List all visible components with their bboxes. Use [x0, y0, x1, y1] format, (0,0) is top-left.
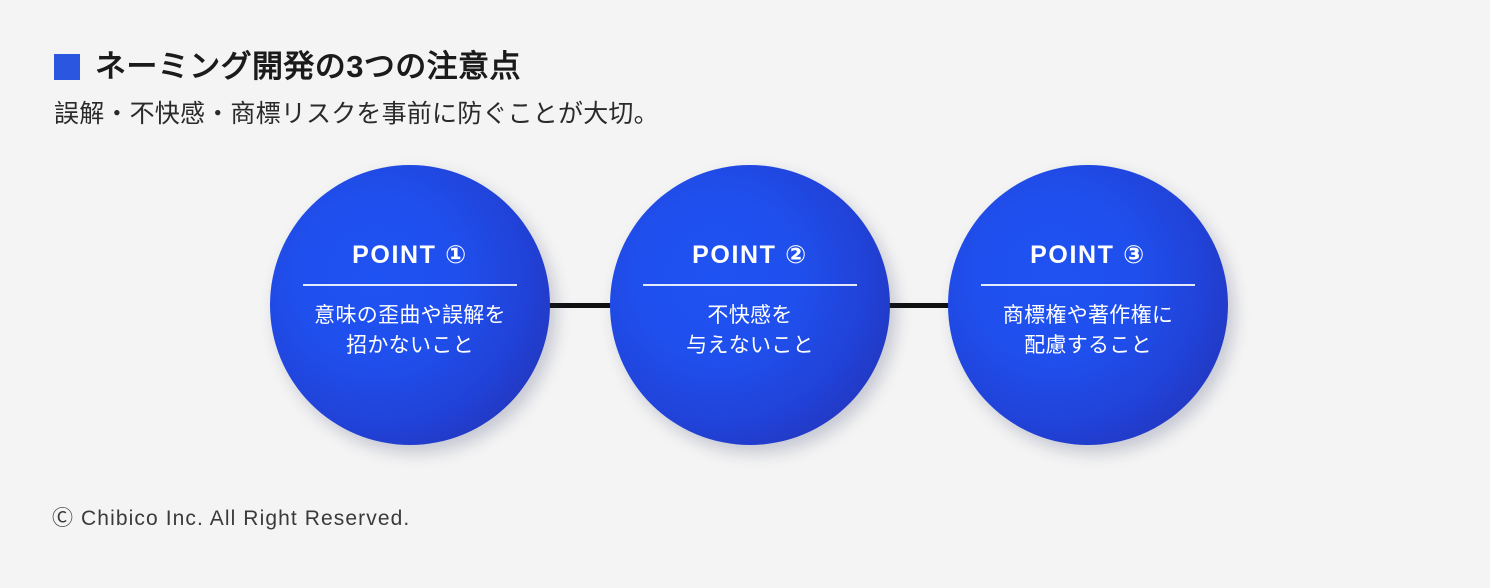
- point-circle-1[interactable]: POINT ① 意味の歪曲や誤解を 招かないこと: [270, 165, 550, 445]
- point-circle-1-content: POINT ① 意味の歪曲や誤解を 招かないこと: [303, 243, 517, 361]
- point-2-description: 不快感を 与えないこと: [686, 304, 814, 357]
- point-circle-2[interactable]: POINT ② 不快感を 与えないこと: [610, 165, 890, 445]
- copyright-notice: Ⓒ Chibico Inc. All Right Reserved.: [52, 507, 411, 530]
- point-3-divider: [981, 284, 1195, 287]
- point-circle-3[interactable]: POINT ③ 商標権や著作権に 配慮すること: [948, 165, 1228, 445]
- point-2-label: POINT ②: [692, 241, 808, 270]
- title-row: ネーミング開発の3つの注意点: [54, 46, 1254, 86]
- page-subtitle: 誤解・不快感・商標リスクを事前に防ぐことが大切。: [54, 100, 659, 128]
- page-title: ネーミング開発の3つの注意点: [95, 48, 521, 84]
- blue-square-bullet-icon: [54, 54, 80, 80]
- point-3-description: 商標権や著作権に 配慮すること: [1002, 304, 1174, 357]
- slide-header: ネーミング開発の3つの注意点 誤解・不快感・商標リスクを事前に防ぐことが大切。: [54, 46, 1254, 129]
- point-circle-3-content: POINT ③ 商標権や著作権に 配慮すること: [981, 243, 1195, 361]
- point-1-label: POINT ①: [352, 241, 468, 270]
- point-2-divider: [643, 284, 857, 287]
- point-1-description: 意味の歪曲や誤解を 招かないこと: [314, 304, 506, 357]
- point-circle-2-content: POINT ② 不快感を 与えないこと: [643, 243, 857, 361]
- point-1-divider: [303, 284, 517, 287]
- point-3-label: POINT ③: [1030, 241, 1146, 270]
